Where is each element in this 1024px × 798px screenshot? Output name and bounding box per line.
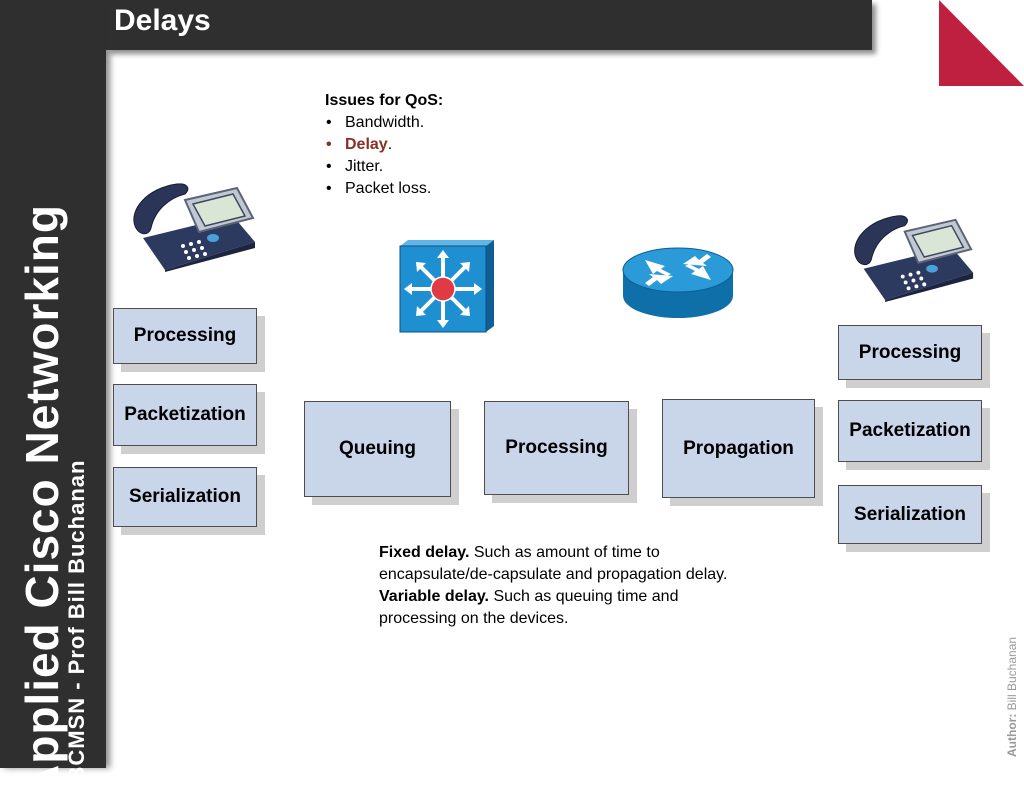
issue-delay: Delay.	[325, 134, 443, 156]
ip-phone-icon	[133, 183, 255, 272]
author-credit: Author: Bill Buchanan	[1005, 637, 1019, 757]
middle-box-processing: Processing	[484, 401, 629, 495]
ip-phone-icon	[854, 215, 974, 302]
issues-heading: Issues for QoS:	[325, 92, 444, 109]
fixed-delay-text: Such as amount of time to encapsulate/de…	[379, 544, 728, 583]
title-bar: Delays	[106, 0, 872, 50]
right-box-packetization: Packetization	[838, 400, 982, 462]
author-label: Author:	[1005, 713, 1019, 757]
right-box-serialization: Serialization	[838, 485, 982, 544]
author-name: Bill Buchanan	[1005, 636, 1019, 711]
multilayer-switch-icon	[399, 240, 494, 333]
corner-triangle-icon	[939, 0, 1024, 86]
sidebar-banner: Applied Cisco Networking - BCMSN - Prof …	[0, 0, 106, 798]
issue-packet-loss: Packet loss.	[325, 178, 443, 200]
left-box-processing: Processing	[113, 308, 257, 364]
fixed-delay-label: Fixed delay.	[379, 544, 470, 561]
left-box-packetization: Packetization	[113, 384, 257, 446]
delay-description: Fixed delay. Such as amount of time to e…	[379, 542, 739, 630]
right-box-processing: Processing	[838, 325, 982, 380]
middle-box-queuing: Queuing	[304, 401, 451, 497]
issue-jitter: Jitter.	[325, 156, 443, 178]
variable-delay-label: Variable delay.	[379, 588, 489, 605]
sidebar-subtitle: - BCMSN - Prof Bill Buchanan	[64, 459, 89, 798]
middle-box-propagation: Propagation	[662, 399, 815, 498]
variable-delay-text: Such as queuing time and processing on t…	[379, 588, 679, 627]
router-icon	[622, 247, 734, 318]
issue-bandwidth: Bandwidth.	[325, 112, 443, 134]
issues-list: Issues for QoS: Bandwidth. Delay. Jitter…	[325, 90, 443, 200]
issue-delay-period: .	[387, 136, 393, 153]
slide-title: Delays	[114, 4, 211, 37]
sidebar-title: Applied Cisco Networking	[16, 204, 68, 798]
left-box-serialization: Serialization	[113, 467, 257, 527]
issue-delay-label: Delay	[345, 136, 388, 153]
